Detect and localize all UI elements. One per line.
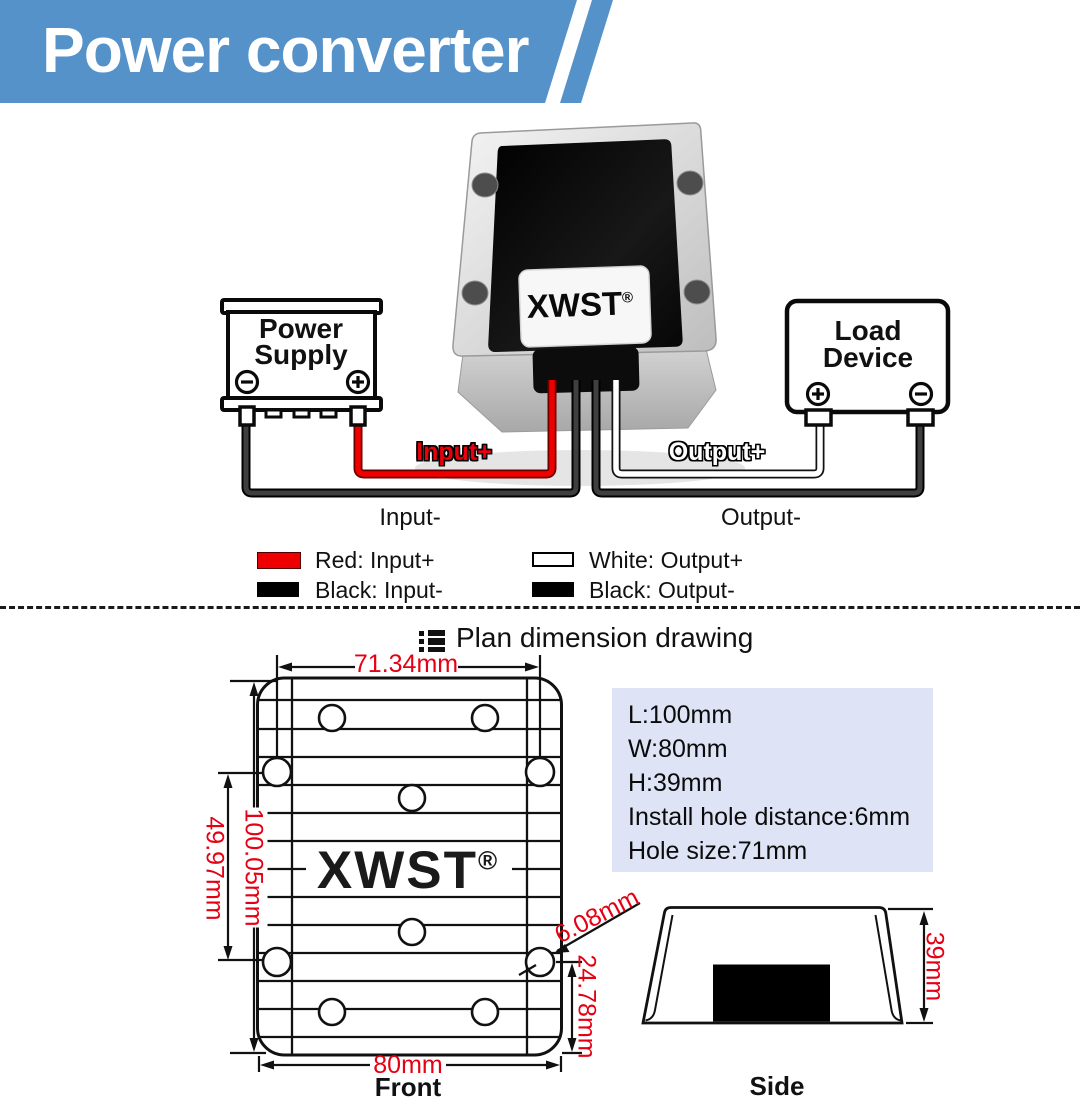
dim-hole-distance-h: 71.34mm (353, 650, 459, 678)
minus-terminal-icon (234, 369, 260, 395)
front-holes (261, 703, 556, 1027)
plus-terminal-icon (345, 369, 371, 395)
spec-height: H:39mm (628, 769, 723, 797)
mount-hole-icon (461, 280, 489, 306)
load-device-terminal-plus (804, 408, 833, 427)
legend-swatch-red (257, 552, 301, 569)
front-view-label: Front (374, 1072, 442, 1098)
legend-swatch-white (532, 552, 574, 567)
legend-label: Black: Output- (589, 577, 735, 603)
mount-hole-icon (683, 279, 711, 305)
dimension-lines (218, 655, 933, 1072)
output-plus-label: Output+ (668, 438, 766, 466)
plan-drawing-icon (419, 630, 447, 652)
dim-side-height: 39mm (920, 931, 949, 1002)
dim-hole-distance-v: 49.97mm (200, 816, 229, 921)
legend-label: White: Output+ (589, 547, 744, 573)
brand-label-plate (518, 265, 652, 348)
spec-width: W:80mm (628, 735, 728, 763)
input-plus-label: Input+ (416, 438, 492, 466)
mount-hole-icon (676, 170, 704, 196)
terminal-dash (319, 408, 338, 419)
load-device-terminal-minus (906, 408, 935, 427)
load-device-label-1: Load (834, 315, 902, 346)
load-device-label-2: Device (822, 342, 914, 373)
converter-photo (415, 122, 745, 486)
dim-body-length: 100.05mm (238, 807, 268, 928)
power-supply-box (220, 298, 383, 427)
spec-hole-size: Hole size:71mm (628, 837, 808, 865)
mount-hole-icon (471, 172, 499, 198)
spec-length: L:100mm (628, 701, 733, 729)
spec-install-hole-distance: Install hole distance:6mm (628, 803, 911, 831)
front-brand-label: XWST® (316, 841, 500, 900)
legend-swatch-black-2 (532, 582, 574, 597)
terminal-dash (264, 408, 283, 419)
dim-body-width: 80mm (373, 1051, 443, 1079)
section-title: Plan dimension drawing (456, 622, 754, 653)
power-supply-label-1: Power (258, 313, 344, 344)
legend-label: Black: Input- (315, 577, 443, 603)
side-view-drawing (641, 906, 904, 1025)
terminal-dash (292, 408, 311, 419)
legend-label: Red: Input+ (315, 547, 435, 573)
load-device-body (784, 298, 951, 415)
dim-hole-to-bottom: 24.78mm (572, 954, 601, 1059)
dimension-arrowheads (223, 662, 929, 1070)
hole-offset-leader (518, 902, 641, 976)
photo-brand-label: XWST® (526, 284, 634, 325)
power-supply-label-2: Supply (254, 339, 348, 370)
dashed-divider (0, 606, 1080, 609)
plus-terminal-icon (805, 381, 831, 407)
load-device-box (784, 298, 951, 427)
output-minus-label: Output- (720, 504, 802, 531)
power-supply-terminal-plus (349, 405, 367, 427)
input-minus-label: Input- (379, 504, 441, 531)
front-flange-lines (290, 679, 529, 1054)
minus-terminal-icon (908, 381, 934, 407)
side-view-label: Side (749, 1071, 805, 1098)
side-connector-block (713, 964, 830, 1022)
specs-box: L:100mm W:80mm H:39mm Install hole dista… (612, 688, 933, 872)
banner (0, 0, 577, 103)
page-title: Power converter (42, 14, 530, 86)
power-supply-terminal-minus (238, 405, 256, 427)
legend-swatch-black (257, 582, 299, 597)
wires (241, 380, 925, 498)
